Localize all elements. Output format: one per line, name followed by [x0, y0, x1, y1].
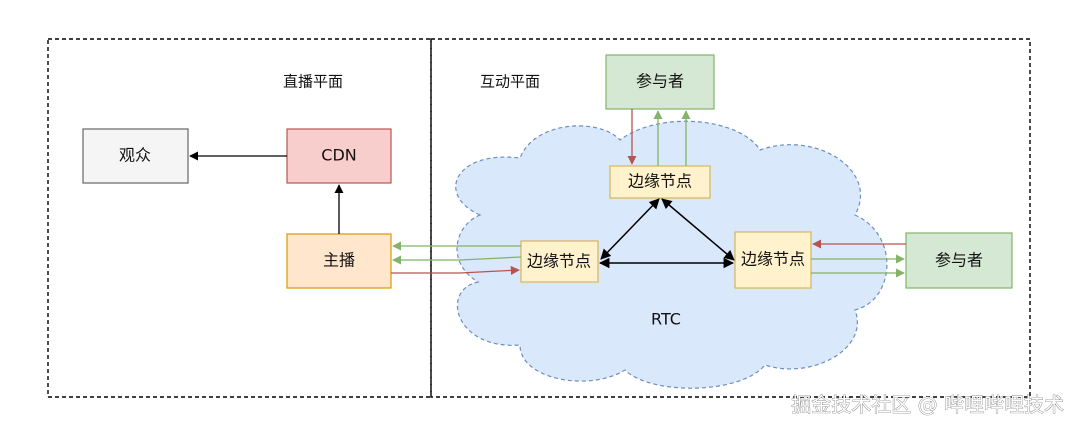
edge-node-right-box — [734, 231, 812, 289]
arrow-edge-top-edge-left — [600, 198, 660, 260]
host-label: 主播 — [323, 251, 355, 270]
live-plane-container — [47, 38, 432, 398]
participant-top-box — [605, 54, 715, 110]
edge-node-top-box — [609, 165, 711, 199]
interactive-plane-container — [430, 38, 1031, 398]
cdn-box — [286, 128, 392, 184]
edge-node-left-box — [520, 240, 599, 283]
audience-box — [82, 128, 189, 184]
participant-top-label: 参与者 — [636, 72, 684, 91]
cdn-label: CDN — [321, 146, 356, 165]
audience-label: 观众 — [119, 146, 151, 165]
interactive-plane-label: 互动平面 — [480, 73, 540, 91]
edge-node-left-label: 边缘节点 — [527, 252, 591, 271]
watermark: 掘金技术社区 @ 哔哩哔哩技术 — [791, 393, 1064, 417]
live-plane-label: 直播平面 — [283, 73, 343, 91]
participant-right-label: 参与者 — [935, 251, 983, 270]
participant-right-box — [905, 232, 1013, 289]
host-box — [286, 233, 392, 289]
edge-node-right-label: 边缘节点 — [741, 250, 805, 269]
edge-node-top-label: 边缘节点 — [628, 172, 692, 191]
rtc-label: RTC — [651, 310, 681, 329]
arrow-edge-top-edge-right — [661, 198, 735, 261]
stream-host-download-2 — [392, 255, 522, 265]
stream-host-upload — [391, 265, 520, 275]
